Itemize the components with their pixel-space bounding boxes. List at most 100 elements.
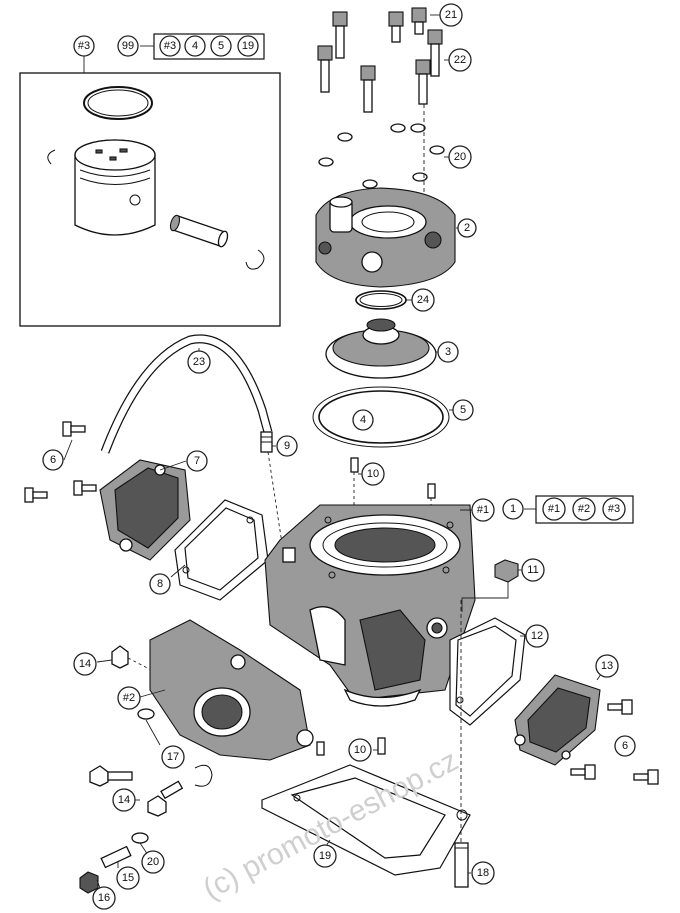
kit-ref-1: #1 [542,497,566,521]
svg-text:18: 18 [477,867,489,879]
callout-14-bottom: 14 [112,788,136,812]
callout-18: 18 [471,861,495,885]
callout-20-top: 20 [448,145,472,169]
head-washers [318,104,449,200]
callout-19: 19 [313,844,337,868]
callout-6-left: 6 [42,449,64,471]
head-o-rings [312,386,453,448]
cover-screws-left [24,421,97,503]
svg-text:#2: #2 [578,503,590,515]
kit-ref-4: 4 [184,35,206,57]
svg-text:12: 12 [531,630,543,642]
kit-ref-19: 19 [237,35,259,57]
svg-text:1: 1 [510,503,516,515]
svg-text:10: 10 [367,468,379,480]
cylinder-icon [264,504,477,707]
callout-17: 17 [161,745,185,769]
piston-kit-inset [19,56,281,327]
callout-ref-2: #2 [117,686,141,710]
kit-ref-99: 99 [117,35,139,57]
kit-box-label: #3 [73,35,95,57]
svg-text:#3: #3 [78,40,90,52]
kit-ref-3b: #3 [602,497,626,521]
svg-text:6: 6 [622,740,628,752]
callout-16: 16 [92,886,116,910]
callout-5: 5 [452,399,474,421]
callout-15: 15 [116,866,140,890]
svg-text:5: 5 [460,404,466,416]
combustion-chamber-insert-icon [325,318,438,379]
svg-text:7: 7 [194,455,200,467]
exhaust-valve-cover-left-icon [99,459,191,561]
svg-text:14: 14 [118,794,130,806]
stud-icon [454,600,471,888]
bolt-14-top [96,645,191,691]
dowel-pin-bottom [316,737,386,756]
callout-24: 24 [411,288,435,312]
callout-7: 7 [186,450,208,472]
cover-gasket-right-icon [449,617,526,726]
breather-hose-icon [100,334,273,454]
svg-text:9: 9 [284,440,290,452]
svg-text:#3: #3 [164,40,176,52]
head-bolts [317,7,449,113]
svg-text:99: 99 [122,40,134,52]
base-gasket-icon [261,764,471,876]
cylinder-kit-box [524,495,634,524]
svg-text:8: 8 [157,578,163,590]
kit-ref-2: #2 [572,497,596,521]
svg-text:#3: #3 [608,503,620,515]
washer-17 [137,708,213,787]
hose-fitting-icon [260,431,284,551]
piston-icon [74,139,156,236]
svg-text:5: 5 [218,40,224,52]
svg-text:22: 22 [454,54,466,66]
callout-2: 2 [457,218,477,238]
svg-text:13: 13 [601,660,613,672]
svg-text:#2: #2 [123,692,135,704]
callout-11: 11 [521,558,545,582]
exhaust-valve-cover-right-icon [514,673,602,766]
callout-12: 12 [525,624,549,648]
svg-text:#1: #1 [548,503,560,515]
o-ring-icon [355,290,413,310]
callout-10-top: 10 [361,462,385,486]
svg-text:20: 20 [147,856,159,868]
svg-text:23: 23 [193,356,205,368]
callout-20-bottom: 20 [141,850,165,874]
svg-text:#1: #1 [477,504,489,516]
cover-screws-right [570,699,659,785]
callout-13: 13 [595,654,619,678]
svg-text:24: 24 [417,294,429,306]
piston-pin-icon [169,214,229,248]
exhaust-valve-housing-icon [139,619,314,761]
kit-reference-box [140,33,265,60]
callout-8: 8 [149,573,171,595]
lower-bolts [79,765,184,894]
callout-3: 3 [437,341,459,363]
svg-text:11: 11 [527,564,538,576]
callout-23: 23 [187,350,211,374]
callout-22: 22 [448,48,472,72]
svg-text:3: 3 [445,346,451,358]
svg-text:17: 17 [167,751,179,763]
callout-9: 9 [276,435,298,457]
kit-ref-5: 5 [210,35,232,57]
callout-10-bottom: 10 [348,738,372,762]
callout-ref-1: #1 [471,498,495,522]
svg-text:15: 15 [122,872,134,884]
svg-text:4: 4 [360,414,366,426]
svg-text:20: 20 [454,151,466,163]
svg-text:14: 14 [79,658,91,670]
callout-21: 21 [439,3,463,27]
svg-text:4: 4 [192,40,198,52]
svg-text:21: 21 [445,9,457,21]
callout-4: 4 [352,409,374,431]
svg-text:19: 19 [242,40,254,52]
cylinder-head-icon [315,187,459,288]
callout-6-right: 6 [614,735,636,757]
kit-ref-3: #3 [159,35,181,57]
svg-text:16: 16 [98,892,110,904]
callout-1: 1 [502,498,524,520]
